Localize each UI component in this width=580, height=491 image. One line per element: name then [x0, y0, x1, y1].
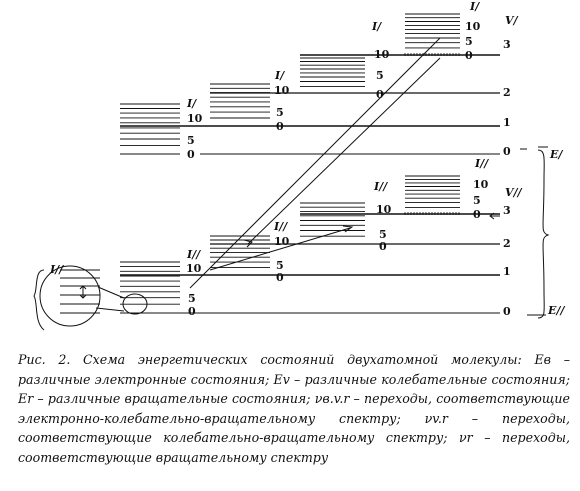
lower-rot-label-v0: I// — [186, 248, 201, 261]
lower-rot-0-v3: 0 — [473, 208, 481, 221]
transition-arrow — [95, 307, 125, 312]
transition-arrow — [209, 227, 351, 271]
upper-rot-10-v2: 10 — [374, 48, 390, 61]
energy-level-diagram: V/ E/ 3 2 1 0 I/ I/ 10 5 0 10 I/ 5 10 0 … — [33, 0, 565, 331]
upper-rot-5-v0: 5 — [187, 134, 195, 147]
inset-rot-label: I// — [49, 263, 64, 276]
lower-rot-0-v0: 0 — [188, 305, 196, 318]
lower-rot-5-v0: 5 — [188, 292, 196, 305]
upper-rot-label-v3b: I/ — [371, 20, 382, 33]
upper-rot-10-v1: 10 — [274, 84, 290, 97]
magnifier-circle — [39, 265, 101, 327]
upper-vib-0: 0 — [503, 145, 511, 158]
lower-rot-0-v2: 0 — [379, 240, 387, 253]
transition-arrow — [97, 286, 125, 299]
lower-rot-label-v3: I// — [474, 157, 489, 170]
upper-rot-label-v3: I/ — [469, 0, 480, 13]
upper-rot-label-v1: I/ — [186, 97, 197, 110]
rotational-sublevels — [60, 13, 460, 314]
brace — [33, 269, 45, 331]
lower-electronic-label: E// — [547, 304, 565, 317]
lower-rot-10-v3: 10 — [473, 178, 489, 191]
upper-rot-5-v2: 5 — [376, 69, 384, 82]
upper-rot-0-v1: 0 — [276, 120, 284, 133]
lower-rot-10-v0: 10 — [186, 262, 202, 275]
upper-rot-5-v1: 5 — [276, 106, 284, 119]
transition-arrows — [33, 37, 550, 331]
transition-arrow — [243, 239, 253, 248]
upper-vib-2: 2 — [503, 86, 511, 99]
upper-rot-0-v2: 0 — [376, 88, 384, 101]
upper-rot-0-v3: 0 — [465, 49, 473, 62]
upper-rot-label-v2: I/ — [274, 69, 285, 82]
tick — [489, 212, 500, 220]
magnifier-circle — [122, 293, 148, 315]
lower-vib-header: V// — [505, 186, 523, 199]
transition-arrow — [79, 285, 87, 299]
upper-vib-header: V/ — [505, 14, 519, 27]
lower-vib-3: 3 — [503, 204, 511, 217]
upper-vib-3: 3 — [503, 38, 511, 51]
upper-rot-0-v0: 0 — [187, 148, 195, 161]
transition-arrow — [189, 37, 441, 289]
figure-caption: Рис. 2. Схема энергетических состояний д… — [18, 352, 570, 465]
lower-rot-5-v3: 5 — [473, 194, 481, 207]
lower-vib-1: 1 — [503, 265, 511, 278]
lower-rot-10-v1: 10 — [274, 235, 290, 248]
upper-vib-1: 1 — [503, 116, 511, 129]
brace — [537, 149, 550, 319]
upper-rot-10-v3: 10 — [465, 20, 481, 33]
lower-rot-0-v1: 0 — [276, 271, 284, 284]
lower-rot-label-v1: I// — [273, 220, 288, 233]
lower-vib-0: 0 — [503, 305, 511, 318]
upper-rot-10-v0: 10 — [187, 112, 203, 125]
transition-arrow — [342, 225, 354, 233]
upper-rot-5-v3: 5 — [465, 35, 473, 48]
upper-electronic-label: E/ — [549, 148, 563, 161]
lower-rot-label-v2: I// — [373, 180, 388, 193]
lower-vib-2: 2 — [503, 237, 511, 250]
lower-rot-5-v2: 5 — [379, 228, 387, 241]
lower-rot-10-v2: 10 — [376, 203, 392, 216]
transition-arrow — [247, 57, 441, 245]
lower-rot-5-v1: 5 — [276, 259, 284, 272]
